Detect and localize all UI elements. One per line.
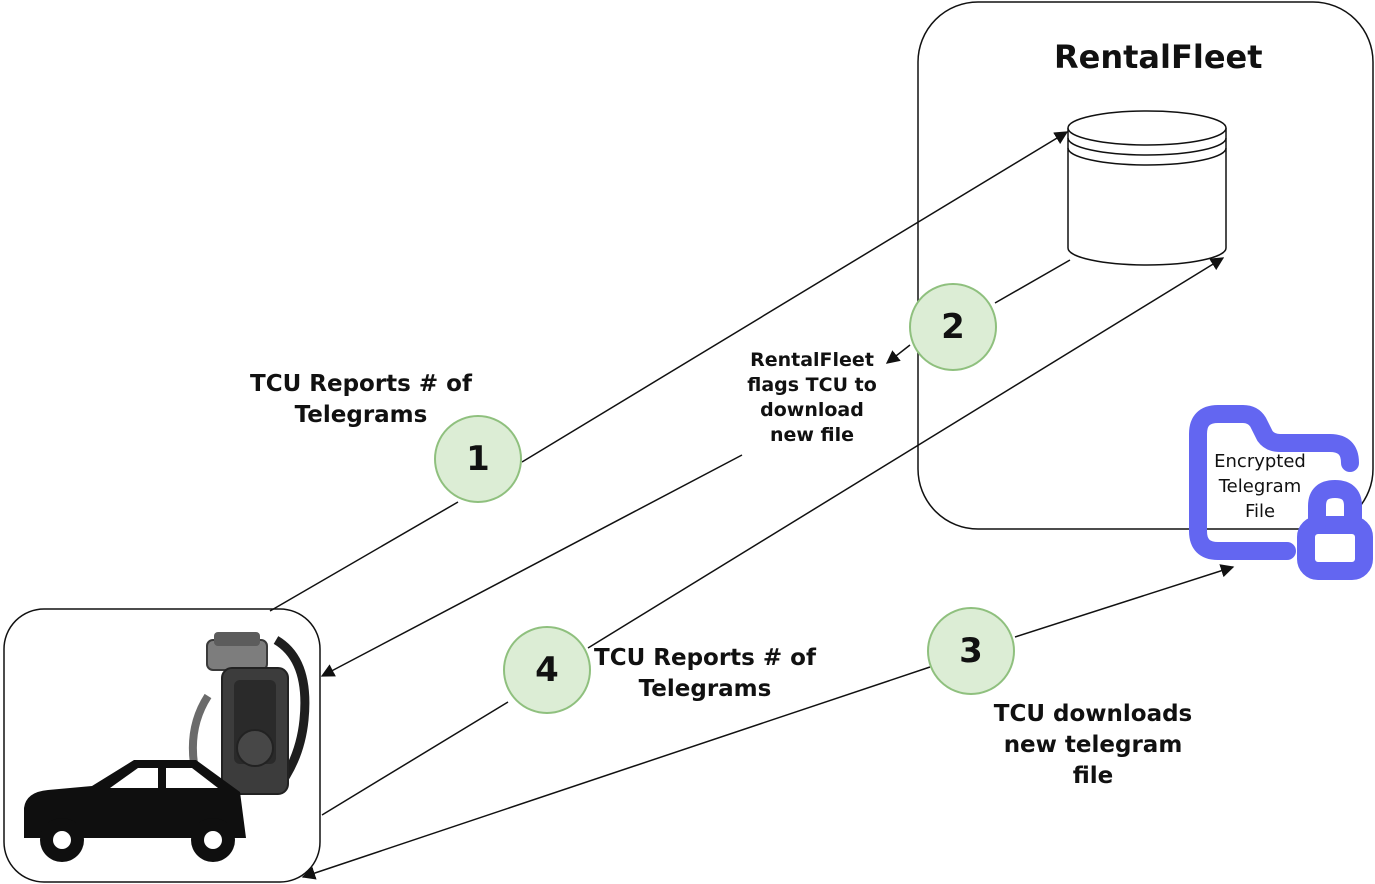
step-3-label-line-2: new telegram (965, 730, 1221, 761)
arrow-step4-lower (322, 702, 508, 815)
step-4-label-line-1: TCU Reports # of (580, 643, 830, 674)
step-4-badge: 4 (503, 626, 591, 714)
step-2-label-line-3: download (732, 398, 892, 423)
step-2-label-line-4: new file (732, 423, 892, 448)
arrow-step4-to-db (588, 258, 1223, 648)
arrow-step3-to-file (1015, 567, 1233, 637)
database-icon (1068, 111, 1226, 265)
encrypted-file-label-line-1: Encrypted (1200, 449, 1320, 474)
step-2-label-line-1: RentalFleet (732, 348, 892, 373)
car-with-tcu-device-icon (24, 632, 305, 862)
step-1-label: TCU Reports # of Telegrams (236, 369, 486, 431)
step-4-label-line-2: Telegrams (580, 674, 830, 705)
step-2-label-line-2: flags TCU to (732, 373, 892, 398)
encrypted-file-label-line-3: File (1200, 499, 1320, 524)
step-3-label: TCU downloads new telegram file (965, 699, 1221, 792)
arrow-step1 (270, 502, 458, 611)
encrypted-file-label-line-2: Telegram (1200, 474, 1320, 499)
step-3-badge: 3 (927, 607, 1015, 695)
arrow-step2-db (995, 260, 1070, 303)
step-2-badge: 2 (909, 283, 997, 371)
step-4-label: TCU Reports # of Telegrams (580, 643, 830, 705)
step-3-label-line-3: file (965, 761, 1221, 792)
step-2-label: RentalFleet flags TCU to download new fi… (732, 348, 892, 448)
step-1-label-line-2: Telegrams (236, 400, 486, 431)
step-3-label-line-1: TCU downloads (965, 699, 1221, 730)
step-1-label-line-1: TCU Reports # of (236, 369, 486, 400)
rental-fleet-title: RentalFleet (1054, 38, 1263, 76)
encrypted-file-label: Encrypted Telegram File (1200, 449, 1320, 524)
